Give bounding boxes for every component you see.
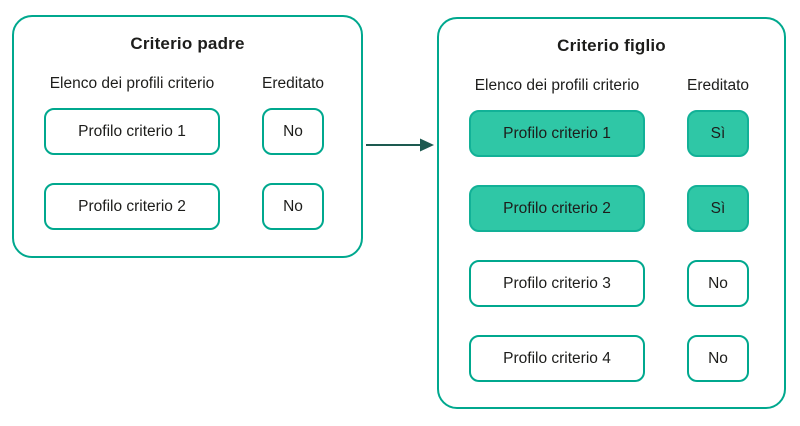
profile-pill: Profilo criterio 1 xyxy=(469,110,645,157)
profile-row: Profilo criterio 4 No xyxy=(439,335,784,382)
inherited-pill: No xyxy=(687,335,749,382)
child-column-headers: Elenco dei profili criterio Ereditato xyxy=(439,77,784,95)
profile-pill: Profilo criterio 4 xyxy=(469,335,645,382)
profile-pill-label: Profilo criterio 1 xyxy=(503,124,611,142)
parent-policy-box: Criterio padre Elenco dei profili criter… xyxy=(12,15,363,258)
profile-pill-label: Profilo criterio 3 xyxy=(503,274,611,292)
child-policy-box: Criterio figlio Elenco dei profili crite… xyxy=(437,17,786,409)
profile-pill: Profilo criterio 2 xyxy=(469,185,645,232)
inherited-pill-label: No xyxy=(283,122,303,140)
inherited-column-header: Ereditato xyxy=(686,77,750,94)
profiles-column-header: Elenco dei profili criterio xyxy=(49,75,215,92)
inherited-pill-label: No xyxy=(708,349,728,367)
profile-row: Profilo criterio 2 No xyxy=(14,183,361,230)
inherited-pill-label: No xyxy=(283,197,303,215)
inherited-column-header: Ereditato xyxy=(261,75,325,92)
profile-pill-label: Profilo criterio 1 xyxy=(78,122,186,140)
child-rows: Profilo criterio 1 Sì Profilo criterio 2… xyxy=(439,110,784,382)
parent-box-title: Criterio padre xyxy=(130,34,245,53)
inherited-pill-label: Sì xyxy=(710,124,726,142)
inherited-pill-label: No xyxy=(708,274,728,292)
profile-pill: Profilo criterio 1 xyxy=(44,108,220,155)
child-box-title: Criterio figlio xyxy=(557,36,666,55)
inheritance-arrow-icon xyxy=(366,138,434,152)
profiles-column-header: Elenco dei profili criterio xyxy=(474,77,640,94)
profile-row: Profilo criterio 2 Sì xyxy=(439,185,784,232)
profile-pill: Profilo criterio 3 xyxy=(469,260,645,307)
inherited-pill: No xyxy=(262,108,324,155)
inherited-pill: Sì xyxy=(687,110,749,157)
inherited-pill-label: Sì xyxy=(710,199,726,217)
parent-rows: Profilo criterio 1 No Profilo criterio 2… xyxy=(14,108,361,230)
profile-pill-label: Profilo criterio 2 xyxy=(503,199,611,217)
profile-pill: Profilo criterio 2 xyxy=(44,183,220,230)
profile-pill-label: Profilo criterio 4 xyxy=(503,349,611,367)
profile-row: Profilo criterio 3 No xyxy=(439,260,784,307)
profile-pill-label: Profilo criterio 2 xyxy=(78,197,186,215)
profile-row: Profilo criterio 1 Sì xyxy=(439,110,784,157)
parent-column-headers: Elenco dei profili criterio Ereditato xyxy=(14,75,361,93)
inherited-pill: Sì xyxy=(687,185,749,232)
inherited-pill: No xyxy=(687,260,749,307)
profile-row: Profilo criterio 1 No xyxy=(14,108,361,155)
inherited-pill: No xyxy=(262,183,324,230)
